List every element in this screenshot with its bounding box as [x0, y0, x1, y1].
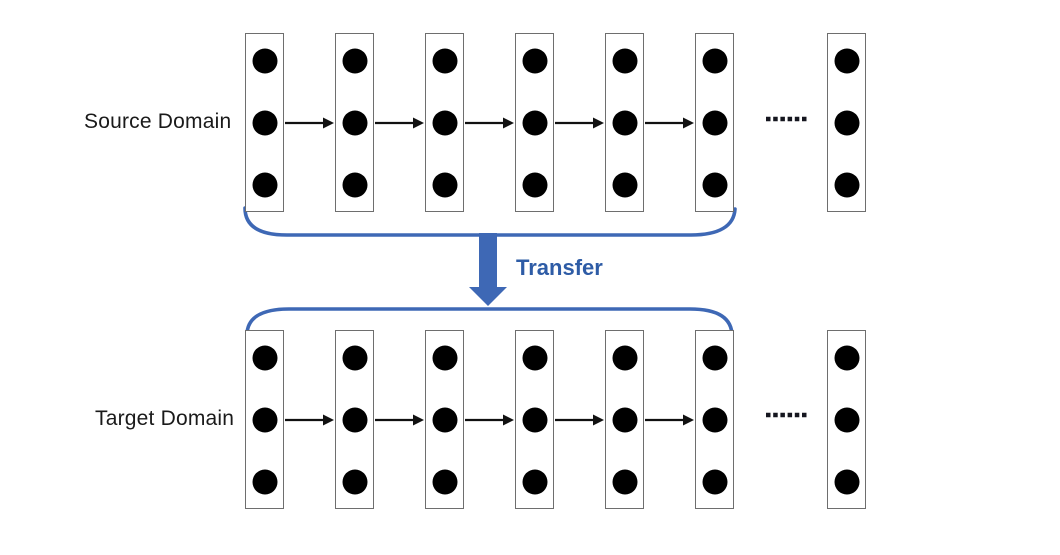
unit-dot [252, 345, 277, 371]
source-state-box [335, 33, 374, 212]
transition-arrow [645, 117, 694, 129]
transfer-down-arrow-icon [469, 233, 507, 306]
transition-arrow [645, 414, 694, 426]
source-state-box [605, 33, 644, 212]
unit-dot [834, 345, 859, 371]
unit-dot [612, 345, 637, 371]
unit-dot [432, 110, 457, 136]
ellipsis-dots [766, 116, 807, 122]
target-state-box [695, 330, 734, 509]
unit-dot [432, 407, 457, 433]
unit-dot [612, 110, 637, 136]
transition-arrow [465, 117, 514, 129]
transfer-label: Transfer [516, 255, 603, 280]
unit-dot [522, 407, 547, 433]
unit-dot [522, 48, 547, 74]
unit-dot [252, 172, 277, 198]
target-state-box [245, 330, 284, 509]
target-state-box [827, 330, 866, 509]
unit-dot [612, 172, 637, 198]
unit-dot [432, 345, 457, 371]
unit-dot [342, 407, 367, 433]
source-state-box [515, 33, 554, 212]
unit-dot [252, 469, 277, 495]
unit-dot [252, 110, 277, 136]
transition-arrow [465, 414, 514, 426]
unit-dot [252, 407, 277, 433]
unit-dot [834, 469, 859, 495]
transition-arrow [375, 117, 424, 129]
source-state-box [827, 33, 866, 212]
unit-dot [702, 172, 727, 198]
unit-dot [342, 172, 367, 198]
unit-dot [702, 48, 727, 74]
source-state-box [425, 33, 464, 212]
target-state-box [335, 330, 374, 509]
unit-dot [834, 48, 859, 74]
unit-dot [834, 407, 859, 433]
target-state-box [515, 330, 554, 509]
unit-dot [432, 469, 457, 495]
target-state-box [425, 330, 464, 509]
transition-arrow [285, 414, 334, 426]
target-group-brace [245, 307, 734, 338]
unit-dot [612, 407, 637, 433]
transition-arrow [555, 117, 604, 129]
unit-dot [702, 407, 727, 433]
unit-dot [342, 469, 367, 495]
unit-dot [432, 172, 457, 198]
target-domain-label: Target Domain [95, 407, 235, 430]
transition-arrow [555, 414, 604, 426]
unit-dot [702, 469, 727, 495]
unit-dot [522, 345, 547, 371]
unit-dot [252, 48, 277, 74]
unit-dot [432, 48, 457, 74]
transition-arrow [285, 117, 334, 129]
unit-dot [612, 48, 637, 74]
ellipsis-dots [766, 412, 807, 418]
unit-dot [702, 345, 727, 371]
unit-dot [702, 110, 727, 136]
unit-dot [342, 345, 367, 371]
source-state-box [245, 33, 284, 212]
unit-dot [522, 172, 547, 198]
unit-dot [342, 110, 367, 136]
source-state-box [695, 33, 734, 212]
source-domain-label: Source Domain [84, 110, 232, 133]
unit-dot [522, 469, 547, 495]
target-state-box [605, 330, 644, 509]
unit-dot [834, 110, 859, 136]
source-group-brace [243, 206, 737, 237]
unit-dot [522, 110, 547, 136]
unit-dot [834, 172, 859, 198]
unit-dot [342, 48, 367, 74]
transition-arrow [375, 414, 424, 426]
unit-dot [612, 469, 637, 495]
